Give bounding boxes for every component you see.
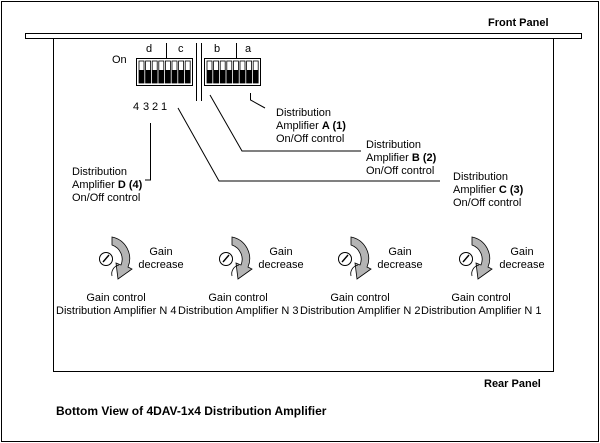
dip-switch-right bbox=[204, 58, 261, 86]
dip-switch-groups bbox=[136, 58, 261, 86]
arrow-tail bbox=[231, 264, 240, 277]
leader-amp-d bbox=[145, 123, 151, 181]
leader-amp-a bbox=[250, 93, 266, 109]
dip-lever bbox=[139, 70, 144, 83]
gain-knob-2 bbox=[219, 236, 253, 280]
pot-slot bbox=[222, 254, 230, 263]
dip-lever bbox=[213, 70, 219, 83]
arrow-tail bbox=[471, 264, 480, 277]
dip-body bbox=[136, 58, 193, 86]
decrease-arrow-icon bbox=[231, 236, 253, 280]
gain-knob-1 bbox=[99, 236, 133, 280]
callout-line3: On/Off control bbox=[72, 192, 141, 204]
gain-knob-4 bbox=[459, 236, 493, 280]
bank-letter-c: c bbox=[178, 43, 184, 55]
arrow-tail bbox=[111, 264, 120, 277]
dip-lever bbox=[226, 70, 232, 83]
position-number-4: 4 bbox=[133, 101, 140, 113]
dip-lever bbox=[158, 70, 164, 83]
dip-lever bbox=[178, 70, 184, 83]
gain-knobs bbox=[99, 236, 493, 280]
callout-line3: On/Off control bbox=[276, 133, 345, 145]
leader-amp-c bbox=[177, 107, 440, 182]
dip-lever bbox=[220, 70, 226, 83]
dip-lever bbox=[145, 70, 151, 83]
gain-knob-3 bbox=[338, 236, 372, 280]
pot-slot bbox=[462, 254, 470, 263]
callout-line1: Distribution bbox=[276, 107, 332, 119]
dip-lever bbox=[172, 70, 177, 83]
position-number-1: 1 bbox=[161, 101, 168, 113]
callout-line2: Amplifier D (4) bbox=[72, 179, 143, 191]
callout-line3: On/Off control bbox=[453, 197, 522, 209]
pot-slot bbox=[341, 254, 349, 263]
leader-amp-b bbox=[209, 94, 361, 152]
callout-amp-b: Distribution Amplifier B (2) On/Off cont… bbox=[366, 139, 436, 178]
callout-line2: Amplifier B (2) bbox=[366, 152, 437, 164]
callout-line2: Amplifier A (1) bbox=[276, 120, 346, 132]
callout-line2: Amplifier C (3) bbox=[453, 184, 524, 196]
dip-lever bbox=[253, 70, 259, 83]
rear-panel-label: Rear Panel bbox=[484, 378, 541, 390]
front-panel-bar bbox=[25, 33, 582, 39]
position-number-3: 3 bbox=[143, 101, 150, 113]
enclosure-body bbox=[53, 38, 554, 372]
bank-letter-b: b bbox=[214, 43, 221, 55]
dip-switch-left bbox=[136, 58, 193, 86]
callout-line1: Distribution bbox=[72, 166, 128, 178]
dip-lever bbox=[152, 70, 158, 83]
decrease-arrow-icon bbox=[111, 236, 133, 280]
bank-letter-d: d bbox=[146, 43, 153, 55]
callout-line1: Distribution bbox=[366, 139, 422, 151]
callout-amp-d: Distribution Amplifier D (4) On/Off cont… bbox=[72, 166, 142, 205]
dip-lever bbox=[233, 70, 239, 83]
diagram-title: Bottom View of 4DAV-1x4 Distribution Amp… bbox=[56, 404, 327, 418]
bank-header-lines bbox=[136, 43, 237, 101]
dip-lever bbox=[207, 70, 212, 83]
bank-letter-a: a bbox=[245, 43, 252, 55]
decrease-arrow-icon bbox=[471, 236, 493, 280]
position-number-2: 2 bbox=[152, 101, 159, 113]
on-label: On bbox=[112, 54, 127, 66]
dip-lever bbox=[240, 70, 245, 83]
callout-amp-a: Distribution Amplifier A (1) On/Off cont… bbox=[276, 107, 346, 146]
pot-slot bbox=[102, 254, 110, 263]
arrow-tail bbox=[350, 264, 359, 277]
dip-lever bbox=[246, 70, 252, 83]
callout-amp-c: Distribution Amplifier C (3) On/Off cont… bbox=[453, 171, 523, 210]
callout-line1: Distribution bbox=[453, 171, 509, 183]
leader-lines bbox=[145, 93, 440, 182]
dip-body bbox=[204, 58, 261, 86]
decrease-arrow-icon bbox=[350, 236, 372, 280]
dip-lever bbox=[185, 70, 191, 83]
front-panel-label: Front Panel bbox=[488, 17, 549, 29]
callout-line3: On/Off control bbox=[366, 165, 435, 177]
dip-lever bbox=[165, 70, 171, 83]
